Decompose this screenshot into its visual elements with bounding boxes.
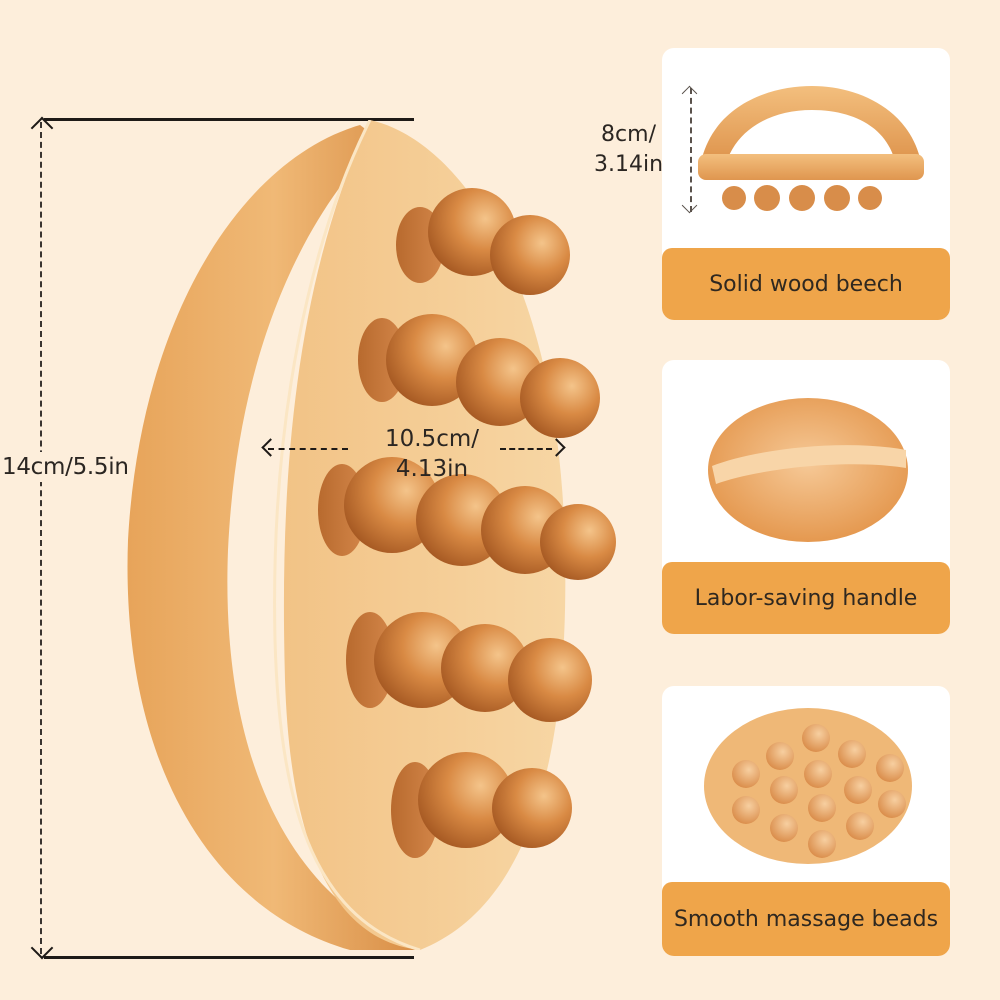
height-bottom-guide-line [44,956,414,959]
feature-caption: Solid wood beech [662,248,950,320]
depth-label-cm: 8cm/ [601,122,656,147]
feature-caption: Smooth massage beads [662,882,950,956]
height-dashed-line [40,122,44,954]
depth-label-in: 3.14in [594,152,664,177]
height-dimension-label: 14cm/5.5in [2,452,129,482]
feature-card-handle: Labor-saving handle [662,360,950,634]
wooden-massager-image [127,120,616,950]
width-label-in: 4.13in [395,456,469,482]
width-dashed-line-right [500,448,552,450]
width-dashed-line-left [268,448,348,450]
bottom-view-beads-image [704,708,912,864]
depth-dashed-line [690,88,692,212]
width-dimension-label: 10.5cm/ 4.13in [372,424,492,484]
depth-dimension-label: 8cm/ 3.14in [594,120,663,180]
side-view-massager-image [698,86,924,211]
feature-card-beads: Smooth massage beads [662,686,950,956]
top-view-handle-image [708,398,908,542]
width-label-cm: 10.5cm/ [384,426,479,452]
feature-caption: Labor-saving handle [662,562,950,634]
height-top-guide-line [44,118,414,121]
feature-card-solid-wood: Solid wood beech [662,48,950,320]
